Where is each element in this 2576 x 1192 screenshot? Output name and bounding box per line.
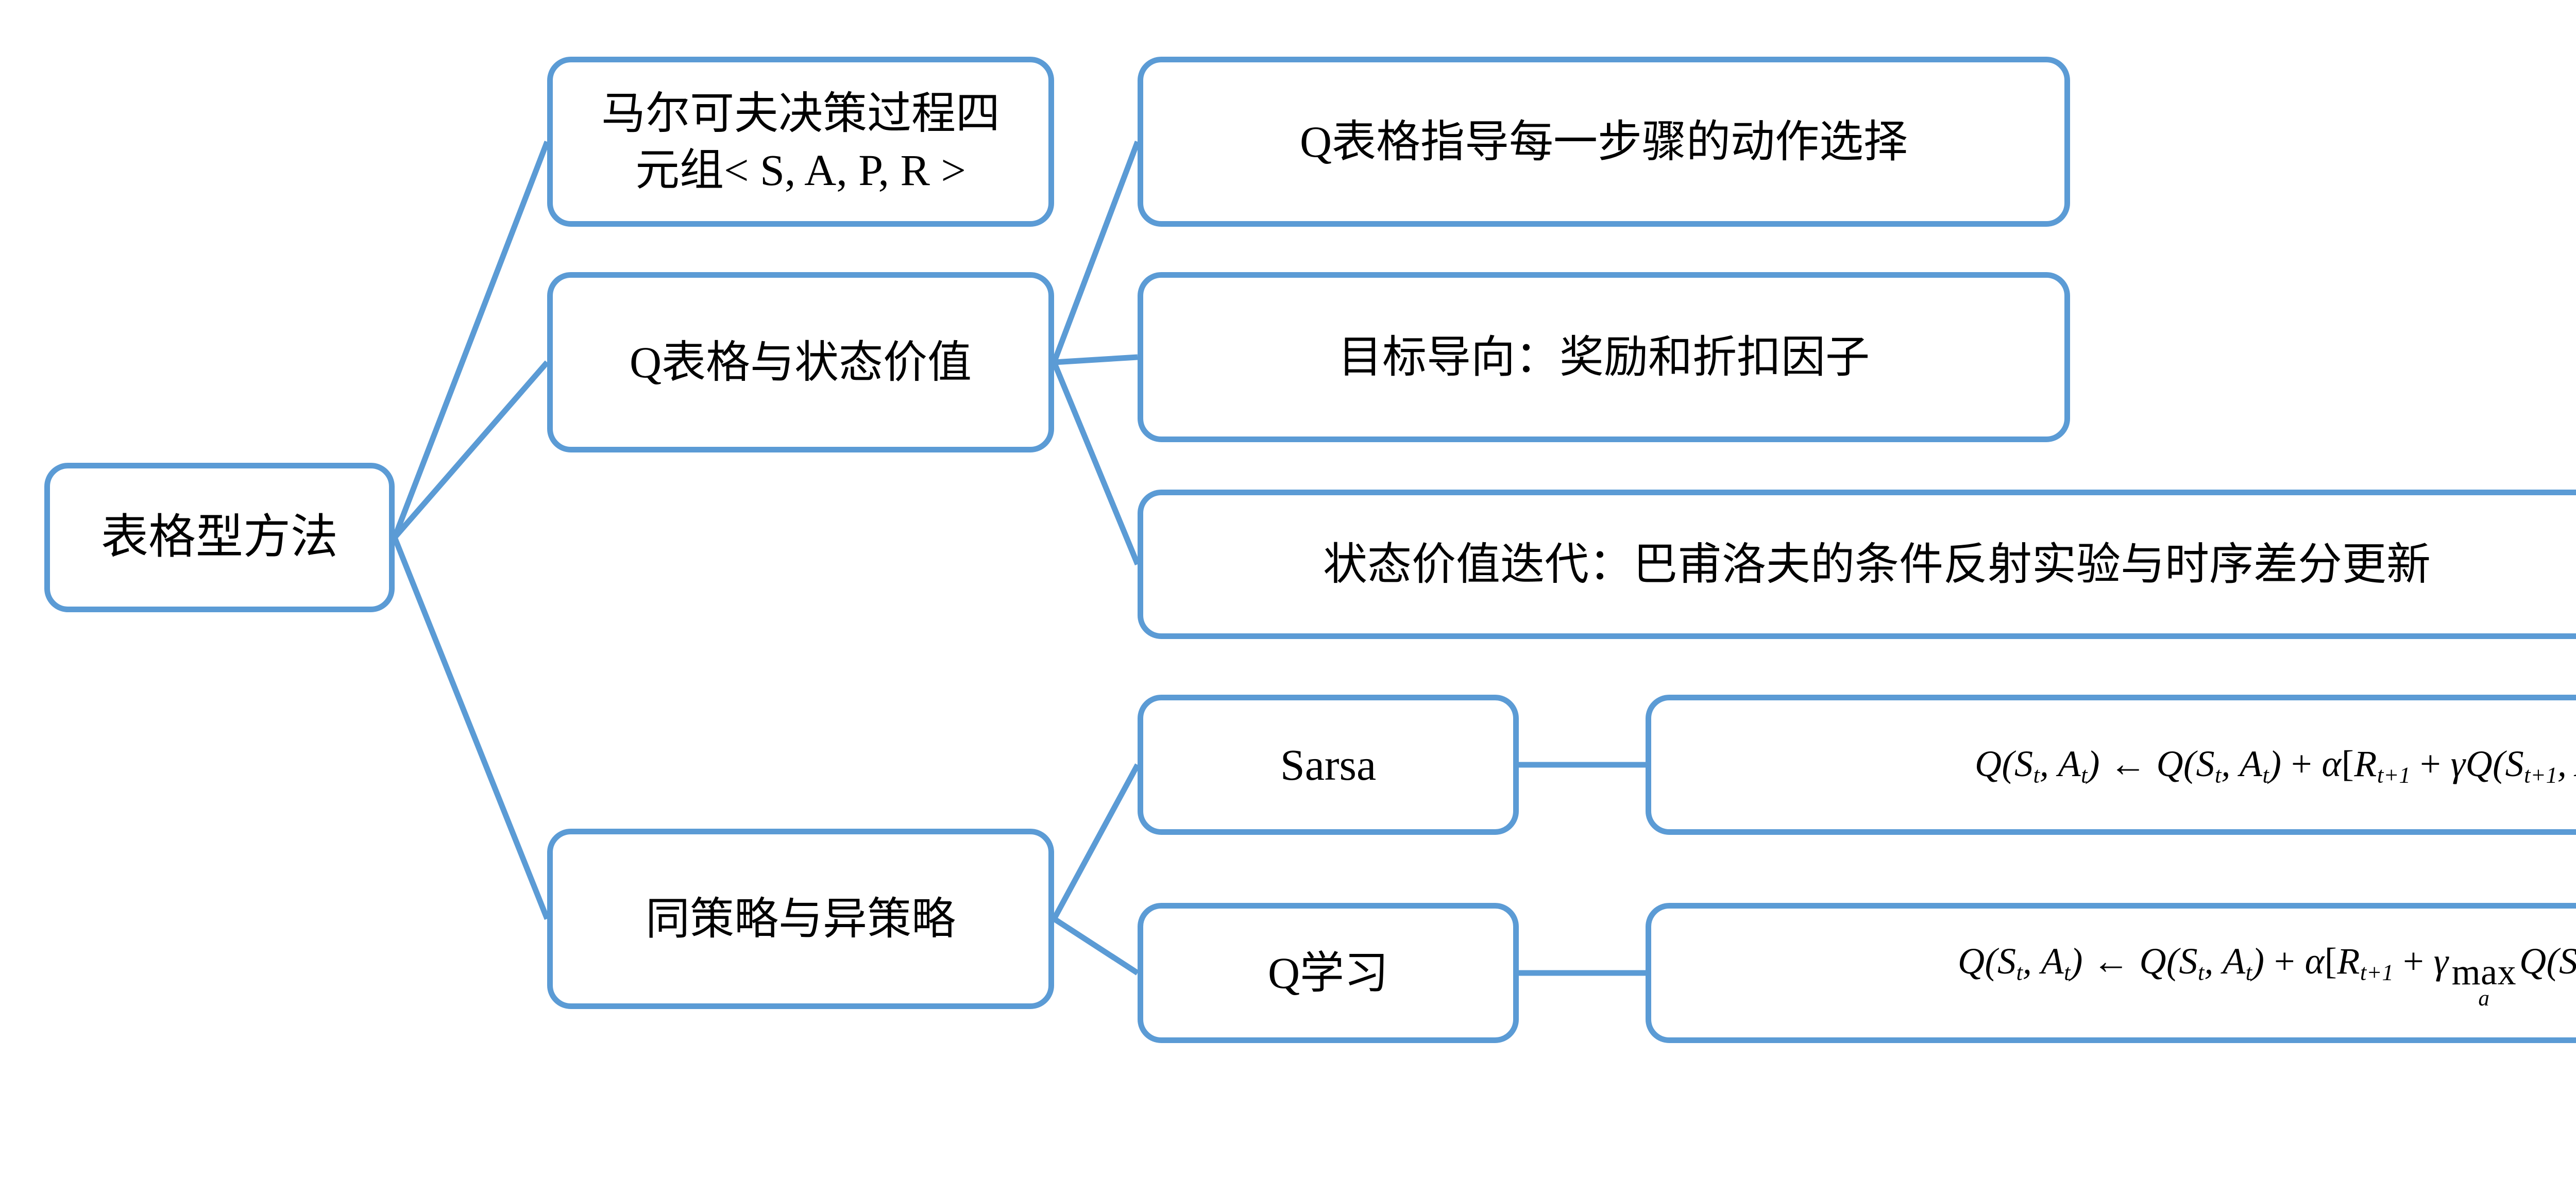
edge-root-policy <box>392 536 550 920</box>
node-mdp-line1: 马尔可夫决策过程四 <box>601 88 1000 138</box>
node-q-learning[interactable]: Q学习 <box>1138 903 1519 1043</box>
node-sarsa[interactable]: Sarsa <box>1138 695 1519 835</box>
node-qtable-label: Q表格与状态价值 <box>629 337 972 387</box>
node-qtable[interactable]: Q表格与状态价值 <box>547 272 1054 452</box>
sarsa-formula-expression: Q(St, At) ← Q(St, At) + α[Rt+1 + γQ(St+1… <box>1975 743 2576 788</box>
node-q-table-guides-action[interactable]: Q表格指导每一步骤的动作选择 <box>1138 57 2070 227</box>
node-root-label: 表格型方法 <box>100 511 338 564</box>
node-policy[interactable]: 同策略与异策略 <box>547 829 1054 1009</box>
node-mdp-label: 马尔可夫决策过程四 元组< S, A, P, R > <box>566 85 1035 198</box>
node-mdp-line2: 元组< S, A, P, R > <box>635 145 966 195</box>
node-sarsa-formula[interactable]: Q(St, At) ← Q(St, At) + α[Rt+1 + γQ(St+1… <box>1646 695 2576 835</box>
edge-qtable-step <box>1051 141 1141 363</box>
edge-qtable-goal <box>1054 354 1138 365</box>
node-state-value-iteration[interactable]: 状态价值迭代：巴甫洛夫的条件反射实验与时序差分更新 <box>1138 490 2576 639</box>
node-qlearn-label: Q学习 <box>1267 948 1389 998</box>
edge-policy-sarsa <box>1052 763 1140 920</box>
node-sarsa-label: Sarsa <box>1280 740 1377 790</box>
node-policy-label: 同策略与异策略 <box>646 894 956 944</box>
node-value-label: 状态价值迭代：巴甫洛夫的条件反射实验与时序差分更新 <box>1323 539 2431 589</box>
edge-policy-qlearn <box>1053 916 1139 976</box>
edge-root-qtable <box>392 360 550 540</box>
node-mdp[interactable]: 马尔可夫决策过程四 元组< S, A, P, R > <box>547 57 1054 227</box>
edge-qtable-value <box>1051 361 1141 566</box>
node-step-label: Q表格指导每一步骤的动作选择 <box>1299 116 1908 166</box>
node-root[interactable]: 表格型方法 <box>44 463 395 612</box>
edge-root-mdp <box>392 141 550 539</box>
node-goal-oriented-reward-discount[interactable]: 目标导向：奖励和折扣因子 <box>1138 272 2070 442</box>
node-goal-label: 目标导向：奖励和折扣因子 <box>1338 332 1870 382</box>
